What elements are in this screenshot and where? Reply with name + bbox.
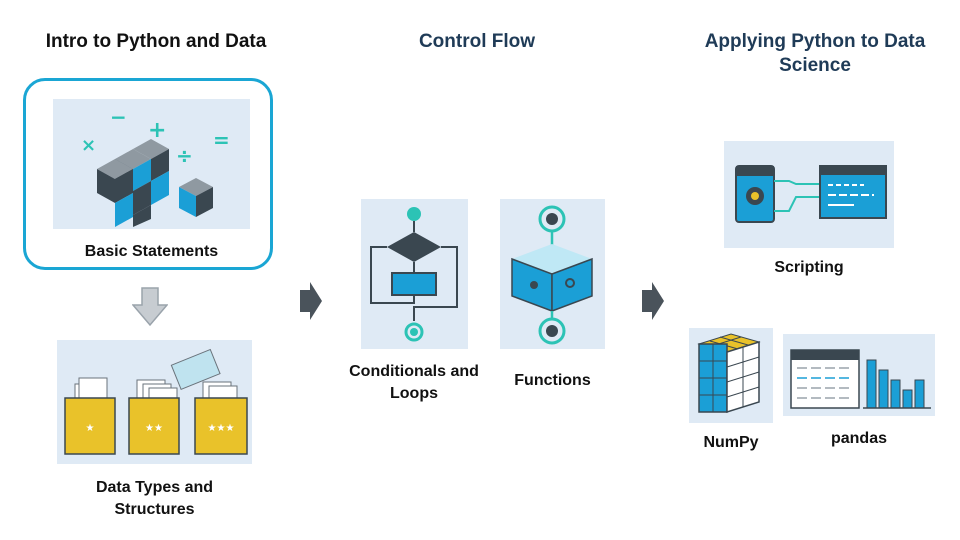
functions-label: Functions xyxy=(514,372,591,389)
svg-text:★: ★ xyxy=(86,423,95,434)
svg-text:−: − xyxy=(110,105,127,129)
data-types-image: ★ ★★ ★★★ xyxy=(57,340,252,464)
numpy-array-icon xyxy=(697,333,761,414)
basic-statements-card[interactable] xyxy=(23,78,273,270)
svg-text:★★: ★★ xyxy=(145,423,163,434)
pandas-table-chart-icon xyxy=(790,349,931,409)
pandas-label: pandas xyxy=(830,430,887,447)
down-arrow-icon xyxy=(132,287,168,327)
svg-text:+: + xyxy=(148,118,166,143)
functions-image xyxy=(500,199,605,349)
data-types-label: Data Types and Structures xyxy=(95,479,214,518)
pandas-image xyxy=(783,334,935,416)
scripting-label: Scripting xyxy=(774,259,844,276)
flowchart-icon xyxy=(370,207,458,342)
heading-control-flow: Control Flow xyxy=(418,31,536,52)
function-box-icon xyxy=(511,205,593,345)
numpy-image xyxy=(689,328,773,423)
cubes-math-icon: × − + ÷ = xyxy=(81,105,230,227)
svg-text:★★★: ★★★ xyxy=(208,423,235,434)
right-arrow-icon xyxy=(642,282,664,320)
svg-text:=: = xyxy=(213,128,230,152)
scripting-image xyxy=(724,141,894,248)
numpy-label: NumPy xyxy=(703,434,759,451)
basic-statements-label: Basic Statements xyxy=(84,243,219,260)
conditionals-label: Conditionals and Loops xyxy=(349,363,479,402)
heading-applying-python: Applying Python to Data Science xyxy=(704,31,926,76)
right-arrow-icon xyxy=(300,282,322,320)
folders-icon: ★ ★★ ★★★ xyxy=(64,348,248,455)
script-window-icon xyxy=(735,165,887,223)
conditionals-image xyxy=(361,199,468,349)
heading-intro-python: Intro to Python and Data xyxy=(45,31,267,52)
svg-text:×: × xyxy=(81,135,96,156)
svg-text:÷: ÷ xyxy=(176,144,193,168)
basic-statements-image: × − + ÷ = xyxy=(53,99,250,229)
